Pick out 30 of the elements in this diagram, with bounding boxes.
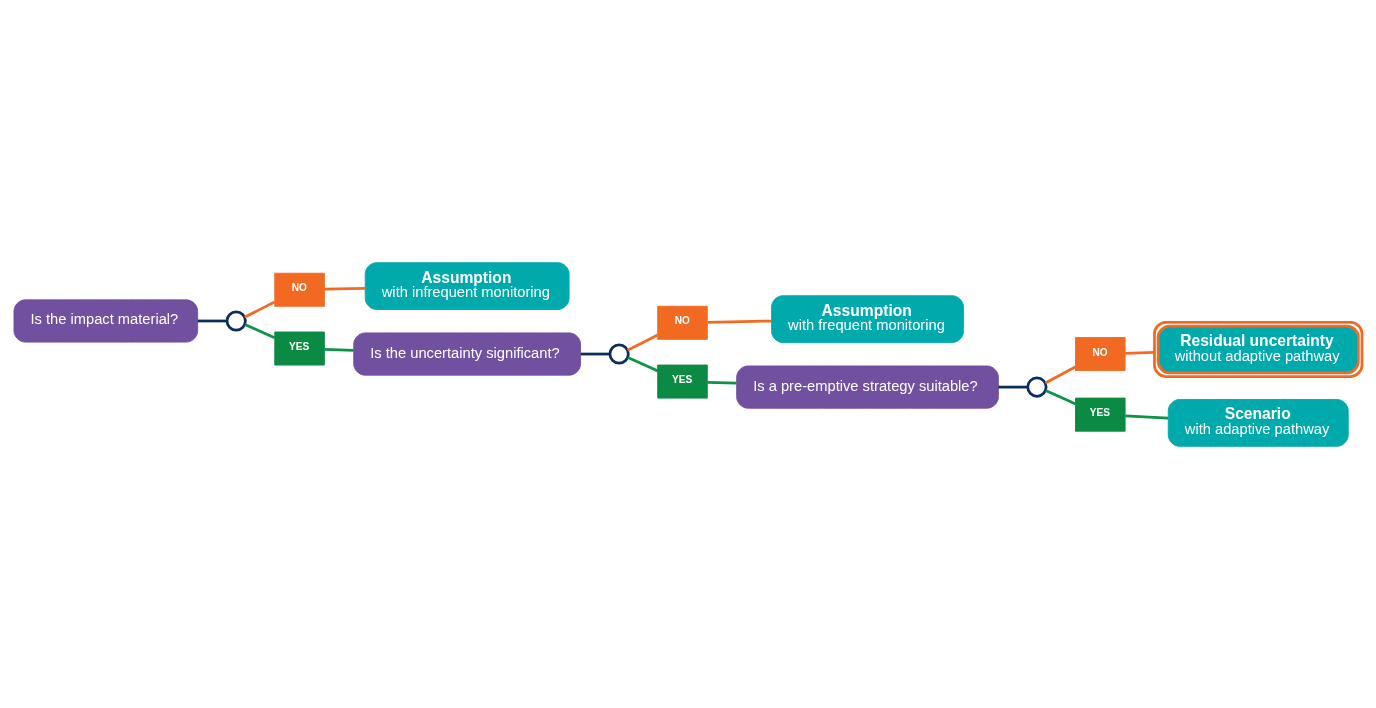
node-box: Is the uncertainty significant? (353, 331, 581, 376)
connector (580, 352, 610, 355)
connector (1044, 365, 1076, 384)
node-box: NO (657, 305, 708, 340)
connector (324, 347, 354, 352)
node-box: NO (274, 272, 325, 307)
node-box: Is the impact material? (13, 298, 199, 343)
connector (1125, 414, 1169, 420)
node-box: NO (1075, 336, 1126, 371)
connector (1045, 388, 1077, 405)
node-box: YES (657, 364, 708, 399)
connector (707, 319, 772, 324)
node-box: Assumption with frequent monitoring (771, 294, 964, 343)
node-box: Assumption with infrequent monitoring (364, 261, 570, 310)
connector (244, 322, 276, 339)
connector (324, 286, 366, 291)
connector (244, 300, 276, 318)
connector (707, 380, 737, 385)
node-circle (608, 343, 630, 365)
node-box: Is a pre-emptive strategy suitable? (736, 365, 999, 409)
node-circle (225, 309, 247, 332)
connector (626, 333, 659, 351)
connector (1125, 350, 1155, 355)
node-box: YES (274, 331, 325, 365)
connector (998, 385, 1028, 388)
node-box: YES (1075, 397, 1126, 432)
connector (627, 355, 659, 372)
node-circle (1026, 376, 1048, 398)
node-box: Scenario with adaptive pathway (1167, 398, 1349, 447)
connector (197, 319, 227, 322)
